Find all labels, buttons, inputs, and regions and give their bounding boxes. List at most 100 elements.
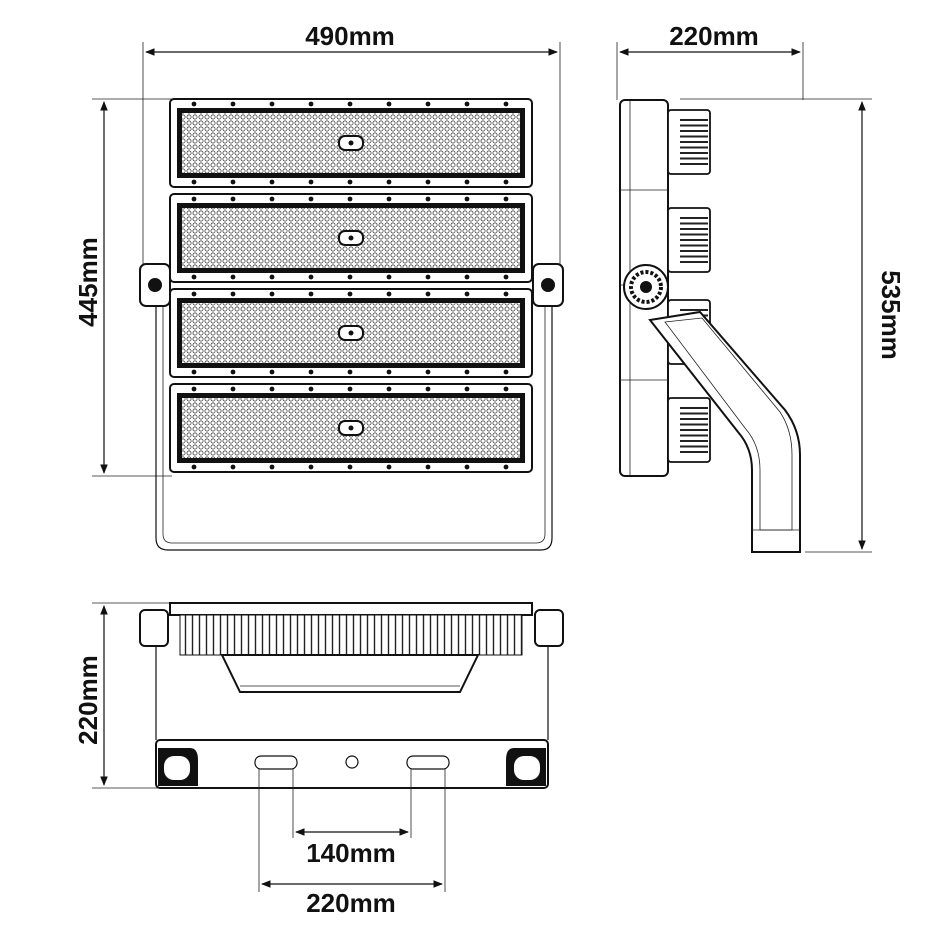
screw-dot	[464, 179, 470, 185]
screw-dot	[464, 386, 470, 392]
screw-dot	[347, 179, 353, 185]
driver-box	[667, 397, 711, 463]
u-bracket-inner	[162, 300, 546, 544]
screw-dot	[386, 101, 392, 107]
screw-dot	[503, 274, 509, 280]
screw-dot	[347, 369, 353, 375]
bottom-top-plate	[169, 602, 533, 616]
screw-dot	[386, 274, 392, 280]
screw-dot	[230, 196, 236, 202]
screw-dot	[386, 464, 392, 470]
screw-dot	[269, 179, 275, 185]
screw-dot	[347, 196, 353, 202]
screw-dot	[503, 464, 509, 470]
screw-dot	[191, 101, 197, 107]
screw-dot	[347, 291, 353, 297]
screw-dot	[230, 101, 236, 107]
screw-dot	[191, 291, 197, 297]
screw-dot	[269, 464, 275, 470]
u-bracket	[155, 300, 553, 551]
screw-dot	[386, 196, 392, 202]
screw-dot	[308, 291, 314, 297]
led-module	[169, 98, 533, 188]
bottom-depth-label: 220mm	[73, 655, 103, 745]
screw-dot	[191, 274, 197, 280]
bracket-base-plate	[155, 739, 549, 789]
left-pivot-knob	[148, 278, 162, 292]
right-mounting-slot	[406, 755, 450, 770]
led-module	[169, 288, 533, 378]
screw-dot	[269, 274, 275, 280]
screw-dot	[503, 179, 509, 185]
screw-dot	[191, 179, 197, 185]
hole-spacing-outer-label: 220mm	[306, 888, 396, 918]
screw-dot	[386, 386, 392, 392]
front-height-label: 445mm	[73, 237, 103, 327]
screw-dot	[269, 291, 275, 297]
screw-dot	[425, 101, 431, 107]
screw-dot	[503, 386, 509, 392]
screw-dot	[308, 464, 314, 470]
screw-dot	[503, 196, 509, 202]
screw-dot	[308, 369, 314, 375]
screw-dot	[464, 274, 470, 280]
screw-dot	[347, 386, 353, 392]
screw-dot	[308, 101, 314, 107]
screw-dot	[347, 274, 353, 280]
screw-dot	[230, 291, 236, 297]
screw-dot	[386, 179, 392, 185]
driver-housing	[220, 654, 480, 693]
screw-dot	[230, 179, 236, 185]
logo-mark	[348, 140, 354, 146]
screw-dot	[230, 369, 236, 375]
screw-dot	[425, 464, 431, 470]
screw-dot	[425, 196, 431, 202]
right-corner-slot	[514, 756, 540, 780]
screw-dot	[191, 369, 197, 375]
screw-dot	[464, 101, 470, 107]
screw-dot	[230, 386, 236, 392]
screw-dot	[191, 386, 197, 392]
center-mounting-hole	[345, 755, 359, 769]
screw-dot	[269, 369, 275, 375]
driver-box	[667, 207, 711, 273]
left-bottom-hub	[139, 609, 169, 647]
heat-sink-fins	[179, 614, 523, 656]
led-module	[169, 193, 533, 283]
logo-mark	[348, 425, 354, 431]
screw-dot	[191, 196, 197, 202]
led-module	[169, 383, 533, 473]
screw-dot	[308, 196, 314, 202]
screw-dot	[347, 101, 353, 107]
screw-dot	[425, 179, 431, 185]
screw-dot	[308, 179, 314, 185]
screw-dot	[464, 369, 470, 375]
screw-dot	[503, 101, 509, 107]
screw-dot	[425, 274, 431, 280]
screw-dot	[386, 291, 392, 297]
bottom-view: 220mm 140mm 220mm	[73, 602, 564, 918]
screw-dot	[386, 369, 392, 375]
side-depth-label: 220mm	[669, 21, 759, 51]
screw-dot	[503, 369, 509, 375]
screw-dot	[269, 101, 275, 107]
left-corner-slot	[164, 756, 190, 780]
mounting-arm	[648, 310, 801, 553]
screw-dot	[308, 386, 314, 392]
screw-dot	[464, 291, 470, 297]
screw-dot	[464, 196, 470, 202]
side-pivot-bolt	[640, 281, 652, 293]
screw-dot	[269, 386, 275, 392]
screw-dot	[425, 369, 431, 375]
screw-dot	[425, 291, 431, 297]
driver-box	[667, 109, 711, 175]
screw-dot	[503, 291, 509, 297]
screw-dot	[347, 464, 353, 470]
left-mounting-slot	[254, 755, 298, 770]
screw-dot	[191, 464, 197, 470]
side-height-label: 535mm	[876, 270, 906, 360]
screw-dot	[230, 274, 236, 280]
logo-mark	[348, 330, 354, 336]
led-modules	[169, 98, 533, 473]
